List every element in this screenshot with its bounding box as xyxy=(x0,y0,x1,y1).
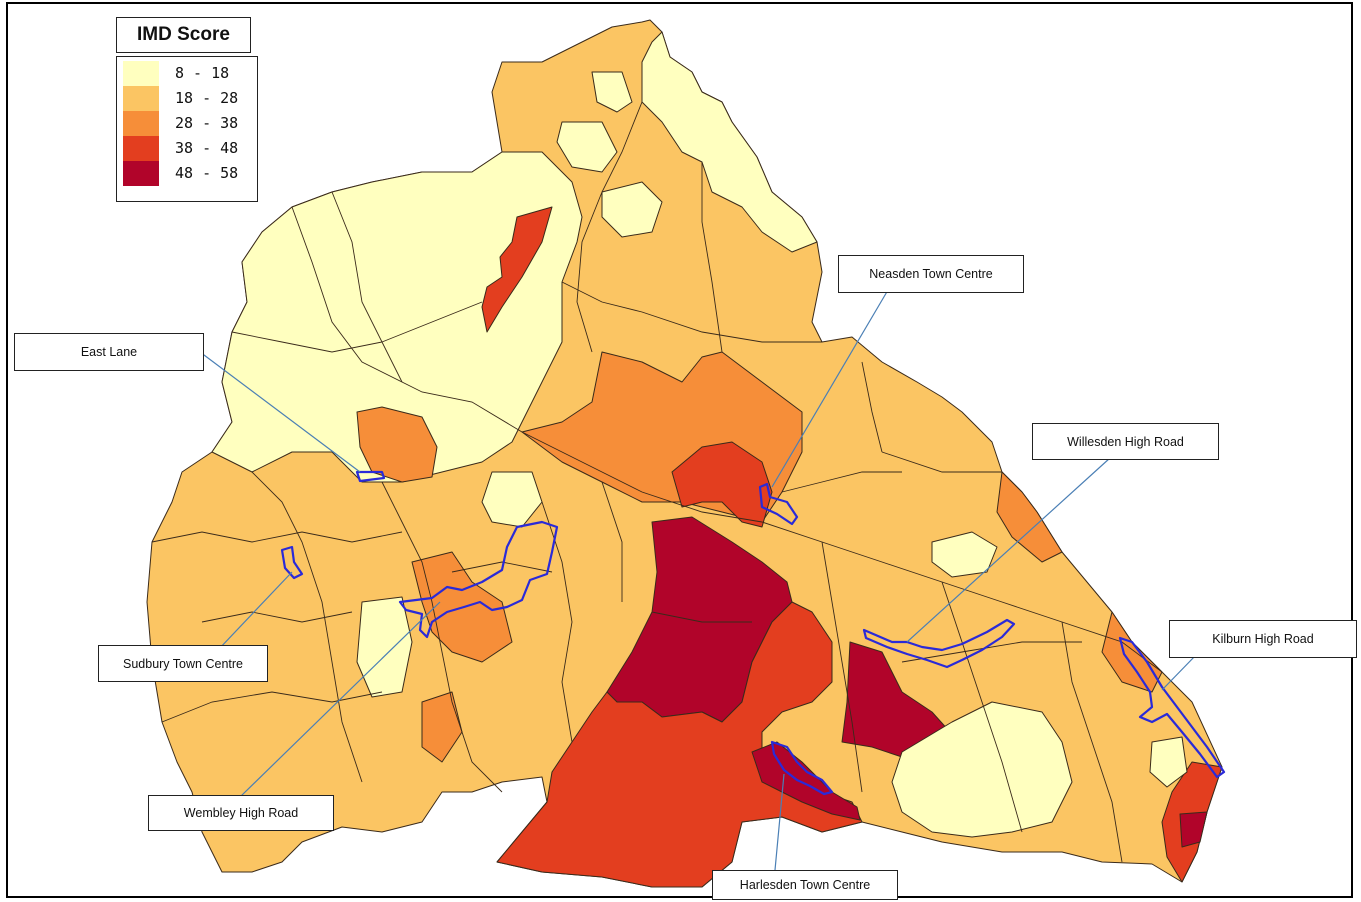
town-centre-boundaries xyxy=(280,470,1226,796)
legend-label: 8 - 18 xyxy=(175,64,230,82)
legend-title: IMD Score xyxy=(116,17,251,53)
zone-north-small-low-2 xyxy=(591,71,633,113)
callout-wembley: Wembley High Road xyxy=(148,795,334,831)
legend-swatch xyxy=(123,86,159,111)
leader-lines xyxy=(199,289,1198,871)
zone-east-mid xyxy=(996,471,1063,563)
legend-swatch xyxy=(123,61,159,86)
legend-label: 18 - 28 xyxy=(175,89,239,107)
zone-southwest-mid xyxy=(421,691,463,763)
zone-north-high xyxy=(481,206,553,333)
harlesden-outline xyxy=(770,740,834,796)
zone-east-low-2 xyxy=(1149,736,1188,788)
legend-swatch xyxy=(123,136,159,161)
legend-item: 8 - 18 xyxy=(123,61,253,86)
zone-west-mid xyxy=(356,406,438,483)
sudbury-outline xyxy=(280,545,304,580)
zone-kilburn-highest xyxy=(1179,811,1208,848)
kilburn-outline xyxy=(1118,636,1226,779)
willesden-outline xyxy=(862,618,1016,669)
zone-northwest-low xyxy=(211,151,583,483)
legend-label: 28 - 38 xyxy=(175,114,239,132)
east-lane-outline xyxy=(355,470,386,483)
legend-label: 38 - 48 xyxy=(175,139,239,157)
callout-willesden: Willesden High Road xyxy=(1032,423,1219,460)
zone-north-low-3 xyxy=(601,181,663,238)
wembley-outline xyxy=(398,520,559,639)
legend-swatch xyxy=(123,161,159,186)
zone-north-small-low xyxy=(556,121,618,173)
lsoa-boundaries xyxy=(151,101,1163,863)
zone-west-low xyxy=(356,596,413,698)
zone-east-low xyxy=(931,531,998,578)
legend-label: 48 - 58 xyxy=(175,164,239,182)
legend-item: 38 - 48 xyxy=(123,136,253,161)
callout-east-lane: East Lane xyxy=(14,333,204,371)
callout-harlesden: Harlesden Town Centre xyxy=(712,870,898,900)
zone-southeast-low xyxy=(891,701,1073,838)
legend-box: 8 - 18 18 - 28 28 - 38 38 - 48 48 - 58 xyxy=(116,56,258,202)
callout-kilburn: Kilburn High Road xyxy=(1169,620,1357,658)
legend-item: 18 - 28 xyxy=(123,86,253,111)
legend-item: 28 - 38 xyxy=(123,111,253,136)
map-frame: East Lane Neasden Town Centre Willesden … xyxy=(6,2,1357,900)
zone-neasden-high xyxy=(671,441,773,528)
legend-swatch xyxy=(123,111,159,136)
zone-north-arm-low xyxy=(641,31,818,253)
legend-item: 48 - 58 xyxy=(123,161,253,186)
callout-neasden: Neasden Town Centre xyxy=(838,255,1024,293)
callout-sudbury: Sudbury Town Centre xyxy=(98,645,268,682)
neasden-outline xyxy=(758,482,799,526)
choropleth-map xyxy=(146,19,1226,888)
